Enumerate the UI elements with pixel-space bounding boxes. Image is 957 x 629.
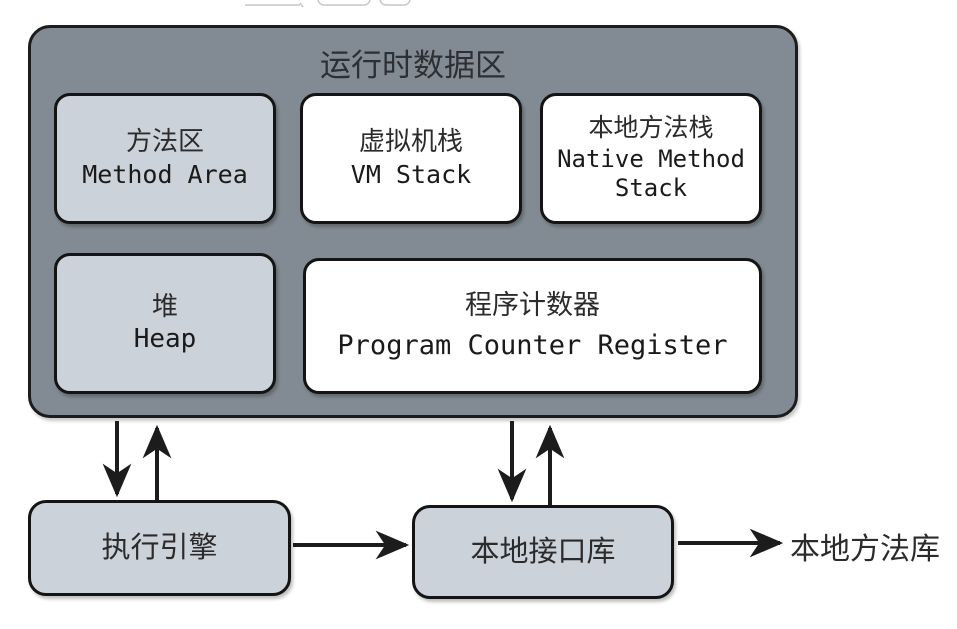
box-native-method-stack-label-cn: 本地方法栈: [588, 115, 714, 143]
label-native-method-library: 本地方法库: [790, 533, 940, 566]
box-method-area-label-en: Method Area: [82, 159, 248, 189]
box-native-interface-library[interactable]: 本地接口库: [412, 505, 674, 599]
box-vm-stack-label-en: VM Stack: [350, 159, 472, 189]
box-method-area-label-cn: 方法区: [125, 127, 204, 157]
box-program-counter-register[interactable]: 程序计数器 Program Counter Register: [303, 258, 762, 394]
box-heap-label-en: Heap: [133, 324, 197, 355]
box-native-method-stack-label-en: Native Method Stack: [557, 144, 745, 202]
box-native-method-stack[interactable]: 本地方法栈 Native Method Stack: [540, 93, 762, 224]
box-vm-stack[interactable]: 虚拟机栈 VM Stack: [300, 93, 522, 224]
runtime-data-area-title: 运行时数据区: [320, 48, 506, 83]
box-heap-label-cn: 堆: [151, 291, 178, 321]
box-execution-engine-label: 执行引擎: [101, 531, 218, 564]
box-execution-engine[interactable]: 执行引擎: [28, 500, 291, 596]
box-heap[interactable]: 堆 Heap: [54, 253, 276, 394]
box-native-interface-library-label: 本地接口库: [470, 535, 616, 568]
box-program-counter-register-label-en: Program Counter Register: [337, 329, 728, 361]
box-program-counter-register-label-cn: 程序计数器: [465, 289, 600, 320]
box-method-area[interactable]: 方法区 Method Area: [54, 93, 276, 224]
box-vm-stack-label-cn: 虚拟机栈: [358, 127, 463, 157]
